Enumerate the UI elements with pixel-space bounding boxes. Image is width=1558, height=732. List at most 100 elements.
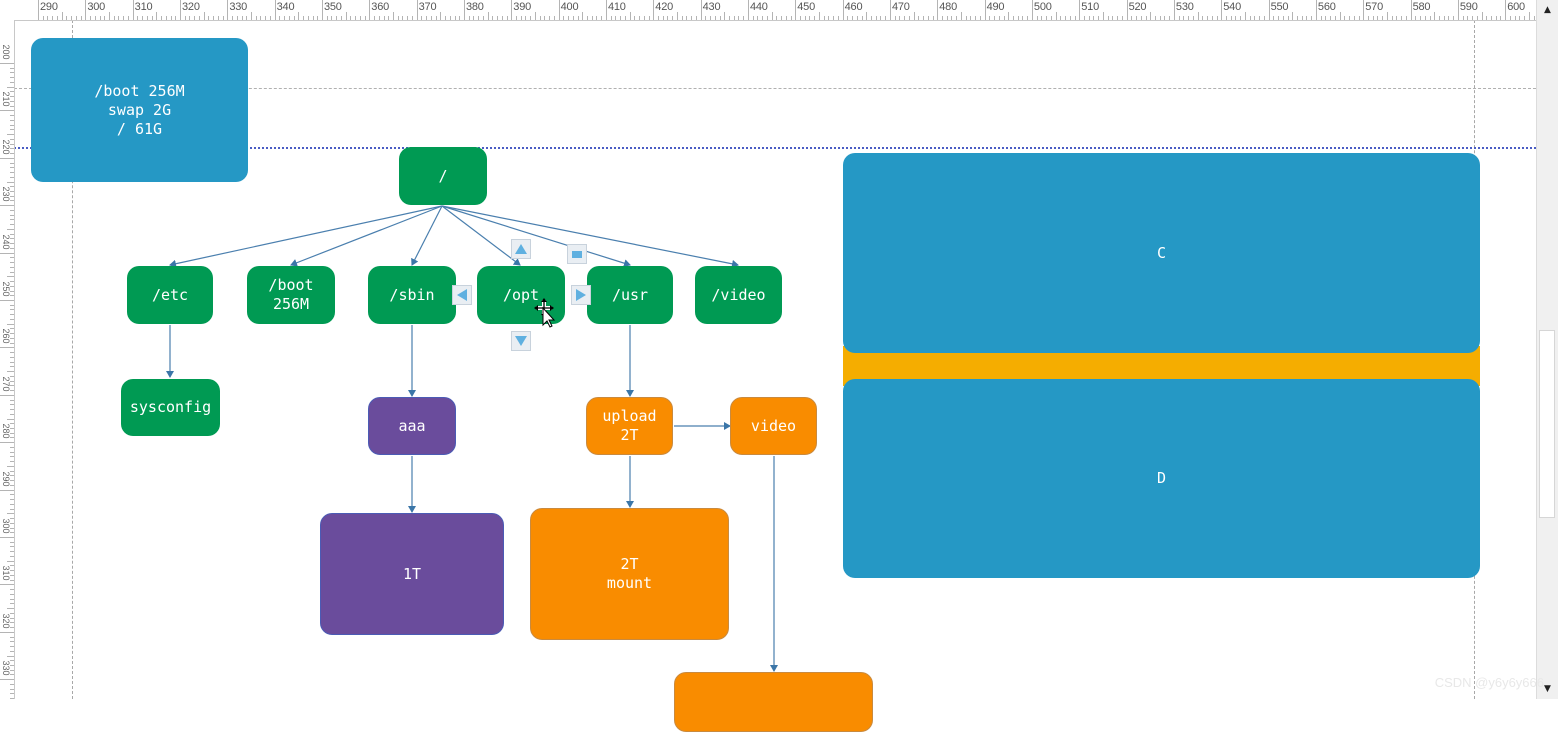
ruler-minor-tick — [1509, 16, 1511, 20]
rotate-handle[interactable] — [567, 244, 587, 264]
triangle-up-icon — [515, 244, 527, 254]
node-usr[interactable]: /usr — [587, 266, 673, 324]
ruler-minor-tick — [359, 16, 361, 20]
ruler-minor-tick — [1287, 16, 1289, 20]
node-video[interactable]: video — [730, 397, 817, 455]
node-mount[interactable]: 2T mount — [530, 508, 729, 640]
disk-d-box[interactable]: D — [843, 379, 1480, 578]
ruler-label: 360 — [371, 1, 390, 13]
node-boot[interactable]: /boot 256M — [247, 266, 335, 324]
ruler-minor-tick — [217, 16, 219, 20]
ruler-minor-tick — [1069, 16, 1071, 20]
scroll-down-button[interactable]: ▼ — [1537, 679, 1558, 699]
ruler-major-tick — [0, 442, 14, 444]
ruler-major-tick — [0, 537, 14, 538]
ruler-minor-tick — [1254, 16, 1256, 20]
ruler-minor-tick — [10, 598, 14, 600]
node-video-dir[interactable]: /video — [695, 266, 782, 324]
ruler-minor-tick — [203, 12, 205, 20]
scrollbar-thumb[interactable] — [1539, 330, 1555, 518]
ruler-minor-tick — [208, 16, 210, 20]
ruler-minor-tick — [1197, 12, 1199, 20]
ruler-minor-tick — [7, 276, 14, 278]
ruler-minor-tick — [7, 228, 14, 230]
ruler-major-tick — [1031, 0, 1033, 20]
ruler-label: 530 — [1175, 1, 1194, 13]
ruler-minor-tick — [10, 622, 14, 624]
connect-handle-right[interactable] — [571, 285, 591, 305]
ruler-minor-tick — [265, 16, 267, 20]
ruler-minor-tick — [1429, 16, 1431, 20]
ruler-minor-tick — [965, 16, 967, 20]
ruler-minor-tick — [10, 266, 14, 268]
ruler-minor-tick — [582, 12, 584, 20]
ruler-label: 480 — [939, 1, 958, 13]
node-etc[interactable]: /etc — [127, 266, 213, 324]
ruler-minor-tick — [591, 16, 593, 20]
ruler-minor-tick — [629, 12, 631, 20]
node-root[interactable]: / — [399, 147, 487, 205]
ruler-minor-tick — [10, 314, 14, 316]
ruler-label: 550 — [1270, 1, 1289, 13]
node-bottom-box[interactable] — [674, 672, 873, 732]
ruler-minor-tick — [10, 186, 14, 188]
ruler-minor-tick — [10, 646, 14, 648]
node-aaa[interactable]: aaa — [368, 397, 456, 455]
ruler-minor-tick — [1154, 16, 1156, 20]
ruler-minor-tick — [781, 16, 783, 20]
ruler-major-tick — [0, 679, 14, 681]
node-sbin[interactable]: /sbin — [368, 266, 456, 324]
ruler-minor-tick — [776, 16, 778, 20]
vertical-scrollbar[interactable]: ▲ ▼ — [1536, 0, 1558, 699]
node-1t[interactable]: 1T — [320, 513, 504, 635]
partition-summary-box[interactable]: /boot 256M swap 2G / 61G — [31, 38, 248, 182]
ruler-minor-tick — [738, 16, 740, 20]
selection-guide-line — [14, 147, 1536, 149]
ruler-minor-tick — [1131, 16, 1133, 20]
ruler-minor-tick — [1145, 16, 1147, 20]
connector-root-sbin — [411, 205, 443, 266]
ruler-minor-tick — [388, 16, 390, 20]
connect-handle-left[interactable] — [452, 285, 472, 305]
ruler-minor-tick — [10, 385, 14, 387]
ruler-minor-tick — [1022, 16, 1024, 20]
ruler-minor-tick — [10, 243, 14, 245]
connect-handle-up[interactable] — [511, 239, 531, 259]
ruler-minor-tick — [482, 16, 484, 20]
node-upload[interactable]: upload 2T — [586, 397, 673, 455]
ruler-minor-tick — [1325, 16, 1327, 20]
ruler-minor-tick — [7, 323, 14, 325]
ruler-minor-tick — [710, 16, 712, 20]
scroll-up-button[interactable]: ▲ — [1537, 0, 1558, 20]
ruler-minor-tick — [10, 617, 14, 619]
ruler-minor-tick — [284, 16, 286, 20]
ruler-minor-tick — [1041, 16, 1043, 20]
ruler-minor-tick — [10, 309, 14, 311]
ruler-minor-tick — [856, 16, 858, 20]
ruler-minor-tick — [516, 16, 518, 20]
ruler-minor-tick — [1008, 12, 1010, 20]
connect-handle-down[interactable] — [511, 331, 531, 351]
ruler-minor-tick — [951, 16, 953, 20]
ruler-minor-tick — [10, 565, 14, 567]
ruler-minor-tick — [151, 16, 153, 20]
triangle-right-icon — [576, 289, 586, 301]
disk-c-box[interactable]: C — [843, 153, 1480, 353]
ruler-minor-tick — [118, 16, 120, 20]
ruler-minor-tick — [1434, 12, 1436, 20]
ruler-label: 410 — [607, 1, 626, 13]
ruler-minor-tick — [10, 636, 14, 638]
connector-root-etc — [169, 205, 443, 268]
ruler-minor-tick — [10, 190, 14, 192]
node-sysconfig[interactable]: sysconfig — [121, 379, 220, 436]
ruler-minor-tick — [1282, 16, 1284, 20]
ruler-minor-tick — [7, 655, 14, 657]
ruler-minor-tick — [10, 290, 14, 292]
ruler-minor-tick — [392, 12, 394, 20]
ruler-minor-tick — [10, 627, 14, 629]
ruler-minor-tick — [454, 16, 456, 20]
node-opt[interactable]: /opt — [477, 266, 565, 324]
ruler-minor-tick — [10, 214, 14, 216]
